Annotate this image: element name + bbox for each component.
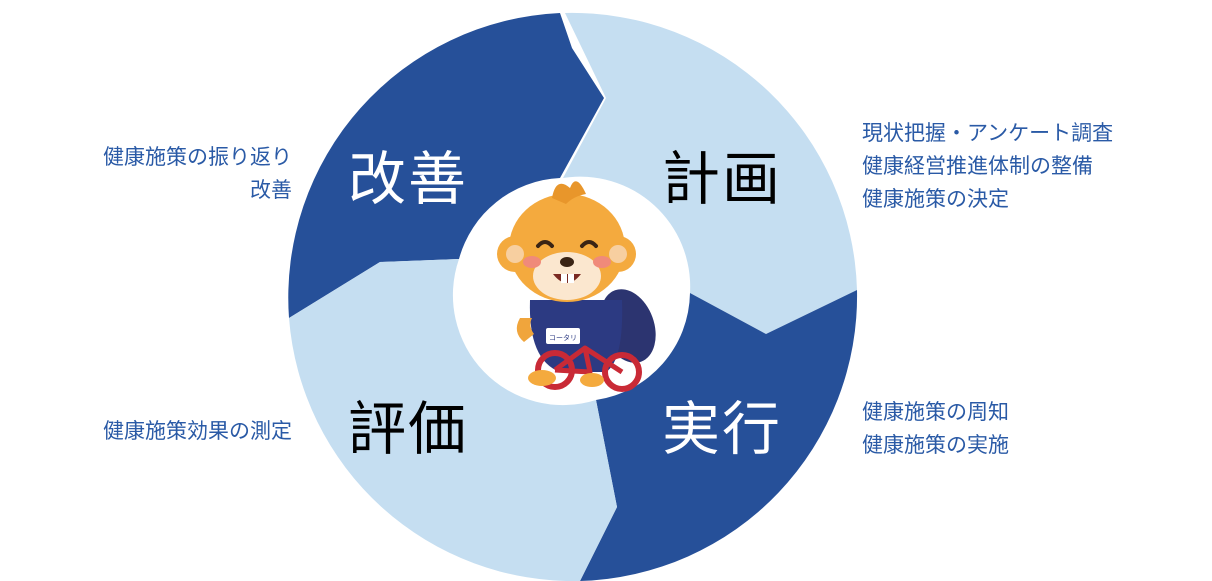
segment-label-check: 評価 <box>348 395 469 463</box>
note-line: 健康施策の周知 <box>862 400 1009 424</box>
segment-label-improve: 改善 <box>348 145 469 213</box>
note-line: 健康経営推進体制の整備 <box>862 154 1093 178</box>
notes-do: 健康施策の周知 健康施策の実施 <box>862 396 1009 462</box>
notes-improve: 健康施策の振り返り 改善 <box>103 141 292 207</box>
segment-improve <box>288 13 604 318</box>
note-line: 健康施策効果の測定 <box>103 419 292 443</box>
segment-do <box>580 290 858 581</box>
note-line: 健康施策の決定 <box>862 187 1009 211</box>
note-line: 健康施策の実施 <box>862 433 1009 457</box>
beaver-mascot-icon <box>497 181 656 392</box>
notes-plan: 現状把握・アンケート調査 健康経営推進体制の整備 健康施策の決定 <box>862 117 1113 216</box>
segment-plan <box>563 12 857 334</box>
segment-label-do: 実行 <box>662 395 783 463</box>
segment-label-plan: 計画 <box>662 145 783 213</box>
note-line: 健康施策の振り返り <box>103 145 292 169</box>
mascot-name-tag: コータリ <box>549 333 577 342</box>
note-line: 現状把握・アンケート調査 <box>862 121 1114 145</box>
notes-check: 健康施策効果の測定 <box>103 415 292 448</box>
segment-check <box>289 259 617 581</box>
note-line: 改善 <box>250 178 292 202</box>
